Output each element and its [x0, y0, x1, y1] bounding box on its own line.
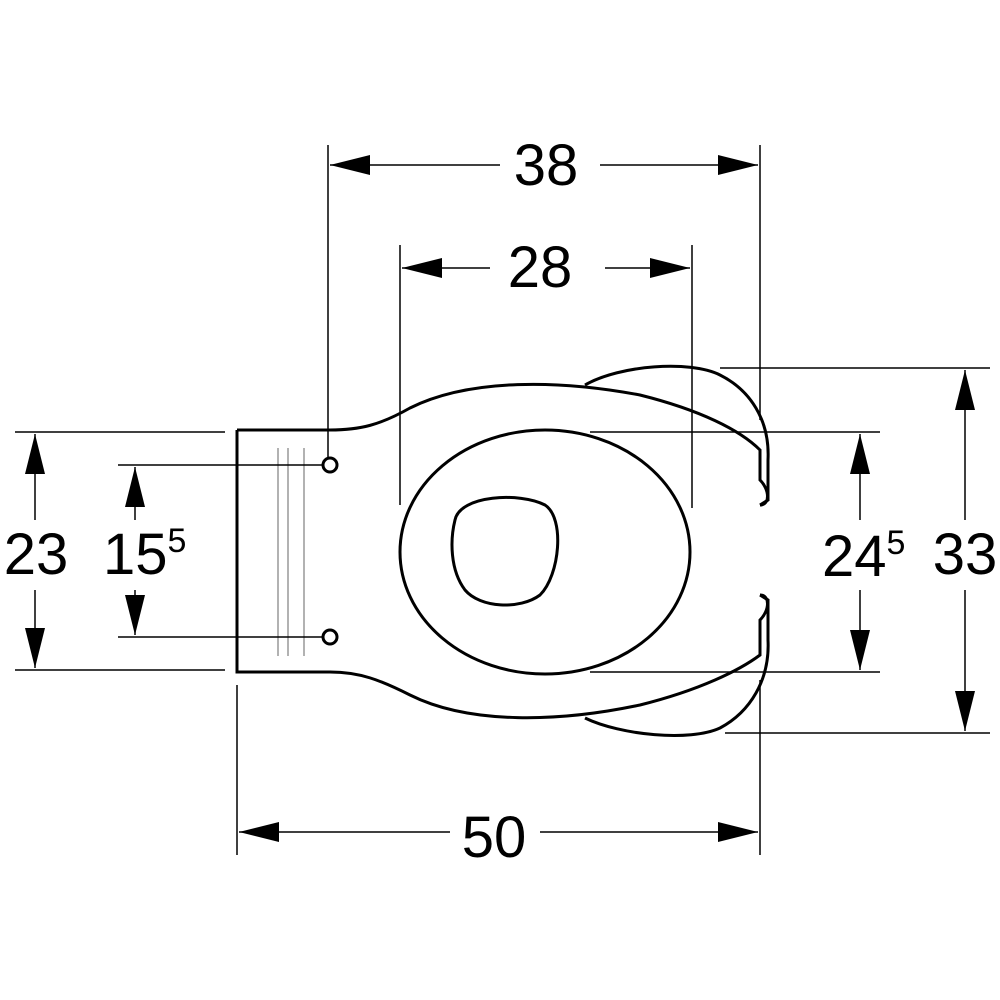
bolt-hole-top	[321, 456, 339, 474]
bolt-hole-bottom	[321, 628, 339, 646]
dim-15-5-sup: 5	[168, 522, 187, 560]
dim-50-label: 50	[462, 805, 527, 870]
dim-15-5-main: 15	[103, 522, 168, 587]
dim-15-5-label: 155	[103, 522, 186, 587]
dim-28-label: 28	[508, 235, 573, 300]
dimension-lines	[25, 155, 975, 842]
extension-lines	[15, 145, 990, 855]
dim-24-5-sup: 5	[887, 524, 906, 562]
dim-23-label: 23	[4, 522, 69, 587]
dim-33-label: 33	[933, 522, 998, 587]
dim-24-5-label: 245	[822, 524, 905, 589]
dim-38-label: 38	[514, 133, 579, 198]
toilet-outline	[235, 364, 770, 737]
dim-24-5-main: 24	[822, 524, 887, 589]
